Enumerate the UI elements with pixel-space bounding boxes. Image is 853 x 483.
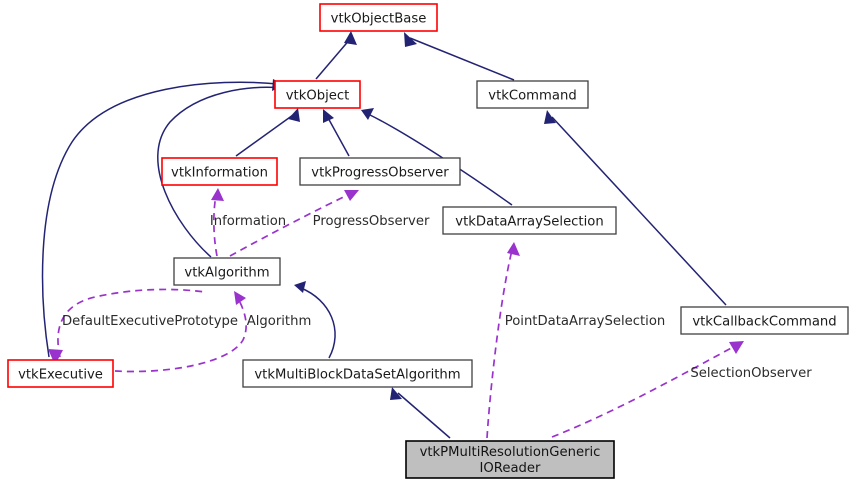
edge-vtkCallbackCommand-to-vtkCommand [544,110,727,306]
edge-vtkDataArraySelection-to-vtkObject [361,108,513,206]
edge-vtkCommand-to-vtkObjectBase [404,32,515,81]
node-vtkCommand[interactable]: vtkCommand [476,80,589,109]
edge-vtkProgressObserver-to-vtkObject [323,109,350,157]
node-label-vtkObject: vtkObject [286,89,350,104]
node-label-reader-line2: IOReader [480,461,542,476]
node-vtkPMultiResolutionGenericIOReader[interactable]: vtkPMultiResolutionGeneric IOReader [405,440,615,479]
edge-label-algorithm: Algorithm [247,314,312,329]
node-label-vtkDataArraySelection: vtkDataArraySelection [455,215,603,230]
node-label-vtkObjectBase: vtkObjectBase [331,12,427,27]
node-vtkInformation[interactable]: vtkInformation [161,157,278,186]
edge-label-selection-observer: SelectionObserver [690,366,812,381]
edge-label-default-executive-prototype: DefaultExecutivePrototype [62,314,238,329]
node-vtkDataArraySelection[interactable]: vtkDataArraySelection [442,206,617,235]
node-label-vtkAlgorithm: vtkAlgorithm [184,266,269,281]
edge-vtkInformation-to-vtkObject [235,108,300,157]
node-vtkExecutive[interactable]: vtkExecutive [7,359,114,388]
node-vtkObjectBase[interactable]: vtkObjectBase [319,3,438,32]
edge-vtkExecutive-defaultexecutiveprototype [48,288,206,365]
node-label-vtkCommand: vtkCommand [488,89,576,104]
node-label-vtkExecutive: vtkExecutive [18,368,103,383]
edge-vtkPMultiResolutionGenericIOReader-to-vtkMultiBlockDataSetAlgorithm [390,387,451,439]
edge-label-information: Information [210,214,286,229]
node-vtkMultiBlockDataSetAlgorithm[interactable]: vtkMultiBlockDataSetAlgorithm [242,359,473,388]
edge-vtkAlgorithm-to-vtkInformation-information [211,188,224,257]
edge-reader-to-vtkDataArraySelection-pointdataarrayselection [486,242,520,439]
edge-label-point-data-array-selection: PointDataArraySelection [505,314,666,329]
node-label-vtkMultiBlockDataSetAlgorithm: vtkMultiBlockDataSetAlgorithm [254,368,460,383]
edge-vtkAlgorithm-to-vtkProgressObserver-progressobserver [229,190,359,257]
edge-label-progress-observer: ProgressObserver [313,214,430,229]
node-vtkObject[interactable]: vtkObject [274,80,361,109]
edge-vtkMultiBlockDataSetAlgorithm-to-vtkAlgorithm [294,281,336,359]
node-vtkProgressObserver[interactable]: vtkProgressObserver [299,157,461,186]
node-vtkAlgorithm[interactable]: vtkAlgorithm [173,257,281,286]
node-label-vtkProgressObserver: vtkProgressObserver [311,166,449,181]
edge-vtkObject-to-vtkObjectBase [315,31,357,80]
node-label-reader-line1: vtkPMultiResolutionGeneric [420,445,601,460]
node-label-vtkCallbackCommand: vtkCallbackCommand [692,315,836,330]
edge-vtkExecutive-to-vtkAlgorithm-algorithm [114,291,247,373]
edge-reader-to-vtkCallbackCommand-selectionobserver [551,341,744,438]
node-vtkCallbackCommand[interactable]: vtkCallbackCommand [680,306,849,335]
node-label-vtkInformation: vtkInformation [171,166,268,181]
